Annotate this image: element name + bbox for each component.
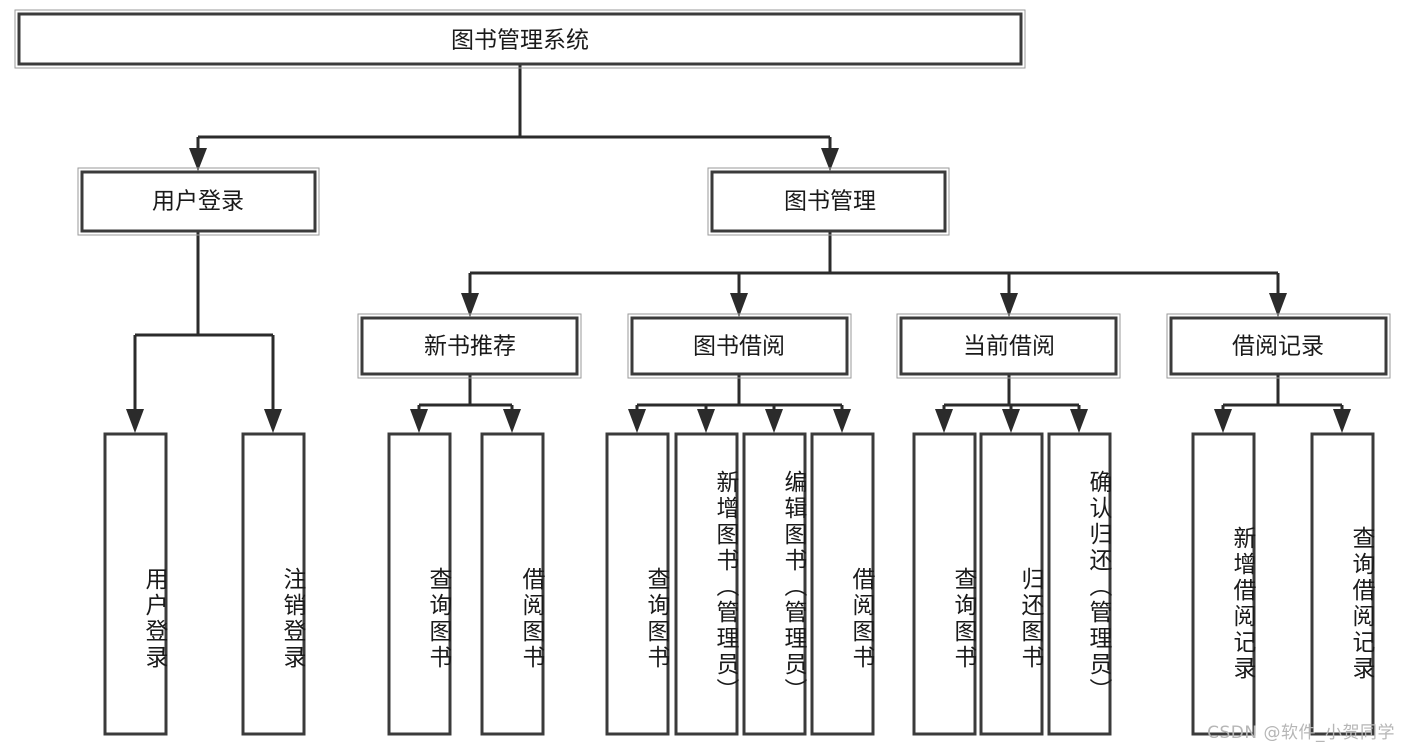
node-root-rect xyxy=(17,12,1023,66)
arrow-head-leaf-user-login xyxy=(126,409,144,433)
node-book-borrow-rect xyxy=(630,316,849,376)
node-current-borrow-rect xyxy=(899,316,1118,376)
node-new-book-rec[interactable]: 新书推荐 xyxy=(357,313,582,379)
node-current-borrow-label: 当前借阅 xyxy=(963,334,1055,360)
node-user-login-rect xyxy=(80,170,317,233)
leaf-return-book-rect[interactable] xyxy=(979,432,1044,736)
leaf-borrow-book-2-rect[interactable] xyxy=(810,432,875,736)
leaf-query-book-3-rect[interactable] xyxy=(912,432,977,736)
leaf-query-record-rect[interactable] xyxy=(1310,432,1375,736)
arrow-head-leaf-query-book-3 xyxy=(935,409,953,433)
node-user-login[interactable]: 用户登录 xyxy=(77,167,320,236)
node-user-login-label: 用户登录 xyxy=(152,189,244,215)
node-current-borrow[interactable]: 当前借阅 xyxy=(896,313,1121,379)
leaf-user-login-rect[interactable] xyxy=(103,432,168,736)
arrow-head-leaf-return-book xyxy=(1002,409,1020,433)
watermark-label: CSDN @软件_小贺同学 xyxy=(1207,723,1395,743)
node-root[interactable]: 图书管理系统 xyxy=(14,9,1026,69)
arrow-head-leaf-query-record xyxy=(1333,409,1351,433)
arrow-head-leaf-edit-book xyxy=(765,409,783,433)
arrow-head-leaf-logout xyxy=(264,409,282,433)
node-root-label: 图书管理系统 xyxy=(451,28,589,54)
connector-layer xyxy=(126,65,1351,433)
node-book-borrow-label: 图书借阅 xyxy=(693,334,785,360)
arrow-head-book-manage xyxy=(821,148,839,171)
arrow-head-leaf-borrow-book-2 xyxy=(833,409,851,433)
arrow-head-leaf-borrow-book-1 xyxy=(503,409,521,433)
leaf-confirm-return-rect[interactable] xyxy=(1047,432,1112,736)
node-book-borrow[interactable]: 图书借阅 xyxy=(627,313,852,379)
node-book-borrow-outline xyxy=(627,313,852,379)
arrow-head-leaf-query-book-1 xyxy=(410,409,428,433)
node-borrow-record[interactable]: 借阅记录 xyxy=(1166,313,1391,379)
leaf-query-book-2-rect[interactable] xyxy=(605,432,670,736)
arrow-head-current-borrow xyxy=(1000,293,1018,317)
arrow-head-book-borrow xyxy=(730,293,748,317)
leaf-node-layer xyxy=(103,432,1375,736)
arrow-head-leaf-add-book xyxy=(697,409,715,433)
leaf-logout-rect[interactable] xyxy=(241,432,306,736)
node-book-manage[interactable]: 图书管理 xyxy=(707,167,950,236)
node-book-manage-label: 图书管理 xyxy=(784,189,876,215)
arrow-head-leaf-query-book-2 xyxy=(628,409,646,433)
leaf-borrow-book-1-rect[interactable] xyxy=(480,432,545,736)
leaf-add-record-rect[interactable] xyxy=(1191,432,1256,736)
leaf-add-book-rect[interactable] xyxy=(674,432,739,736)
arrow-head-user-login xyxy=(189,148,207,171)
leaf-edit-book-rect[interactable] xyxy=(742,432,807,736)
node-current-borrow-outline xyxy=(896,313,1121,379)
arrow-head-new-book-rec xyxy=(461,293,479,317)
leaf-query-book-1-rect[interactable] xyxy=(387,432,452,736)
node-book-manage-outline xyxy=(707,167,950,236)
node-root-outline xyxy=(14,9,1026,69)
node-borrow-record-outline xyxy=(1166,313,1391,379)
arrow-head-borrow-record xyxy=(1269,293,1287,317)
node-new-book-rec-outline xyxy=(357,313,582,379)
arrow-head-leaf-add-record xyxy=(1214,409,1232,433)
arrow-head-leaf-confirm-return xyxy=(1070,409,1088,433)
node-borrow-record-rect xyxy=(1169,316,1388,376)
node-new-book-rec-label: 新书推荐 xyxy=(424,334,516,360)
node-new-book-rec-rect xyxy=(360,316,579,376)
node-borrow-record-label: 借阅记录 xyxy=(1232,334,1324,360)
node-user-login-outline xyxy=(77,167,320,236)
node-book-manage-rect xyxy=(710,170,947,233)
